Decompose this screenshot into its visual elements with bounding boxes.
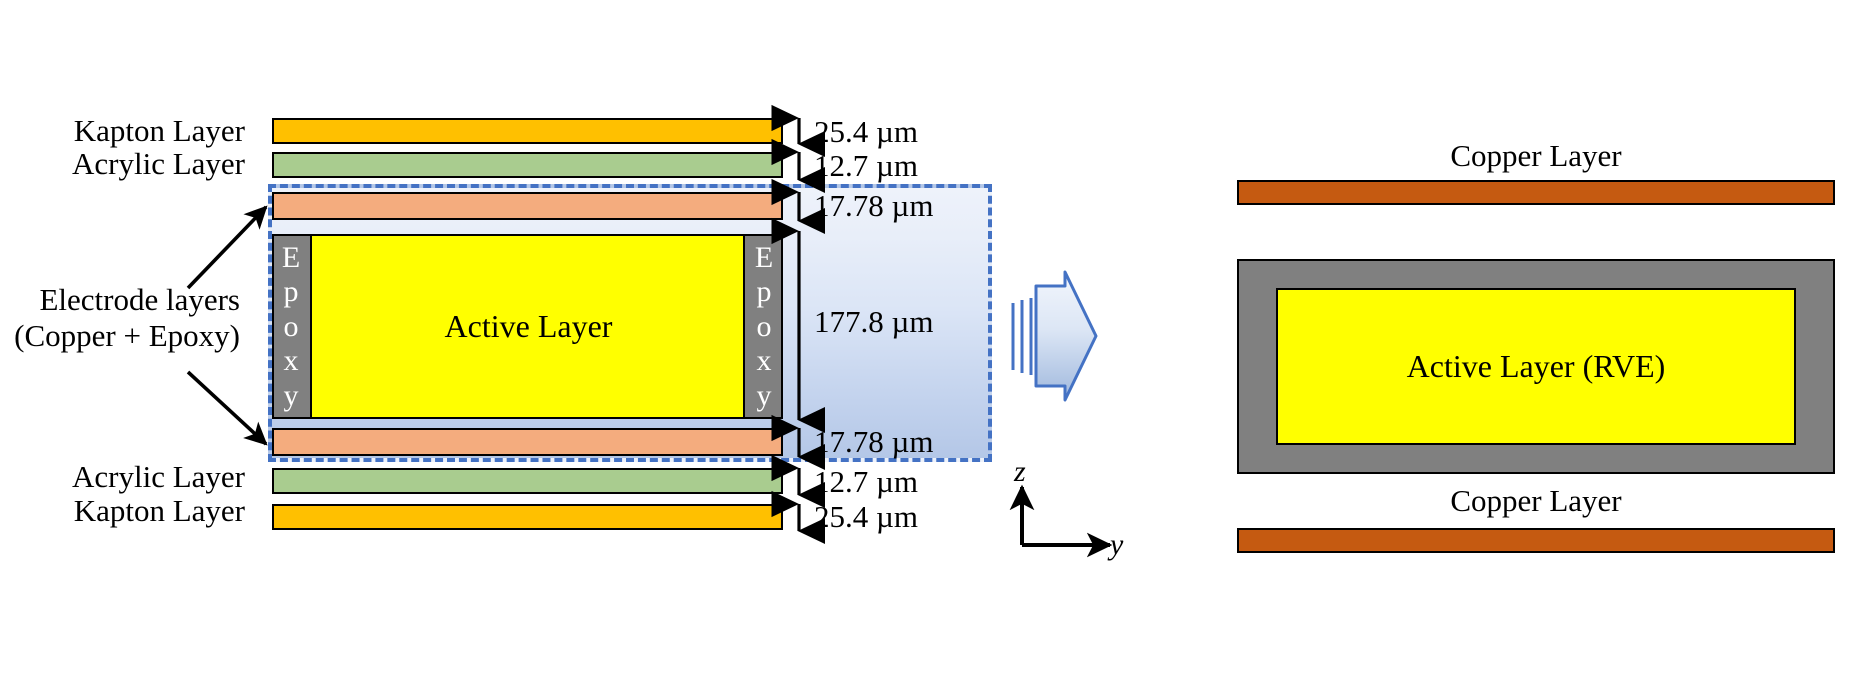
label-electrode-layers-line2: (Copper + Epoxy) [14,318,240,353]
electrode-layer-bottom [272,428,783,456]
dimension-active-layer: 177.8 µm [814,304,934,339]
active-layer-core [310,236,745,417]
copper-layer-top [1237,180,1835,205]
label-copper-layer-bottom: Copper Layer [1450,483,1622,518]
transition-arrow-icon [1011,270,1098,402]
label-acrylic-layer-top: Acrylic Layer [72,146,245,181]
label-kapton-layer-bottom: Kapton Layer [73,493,245,528]
label-electrode-layers-line1: Electrode layers [39,282,240,317]
acrylic-layer-bottom [272,468,783,494]
dimension-kapton-top: 25.4 µm [814,114,918,149]
copper-layer-bottom [1237,528,1835,553]
callout-arrow-top [186,205,268,290]
axis-label-z: z [1014,455,1026,488]
label-copper-layer-top: Copper Layer [1450,138,1622,173]
acrylic-layer-top [272,152,783,178]
label-kapton-layer-top: Kapton Layer [73,113,245,148]
kapton-layer-bottom [272,504,783,530]
dimension-acrylic-bottom: 12.7 µm [814,464,918,499]
dimension-kapton-bottom: 25.4 µm [814,499,918,534]
coordinate-axes [1009,484,1113,558]
dimension-electrode-bottom: 17.78 µm [814,424,934,459]
label-acrylic-layer-bottom: Acrylic Layer [72,459,245,494]
electrode-layer-top [272,192,783,220]
rve-active-core [1276,288,1796,445]
dimension-acrylic-top: 12.7 µm [814,148,918,183]
callout-arrow-bottom [186,370,268,446]
axis-label-y: y [1110,528,1124,561]
dimension-electrode-top: 17.78 µm [814,188,934,223]
kapton-layer-top [272,118,783,144]
